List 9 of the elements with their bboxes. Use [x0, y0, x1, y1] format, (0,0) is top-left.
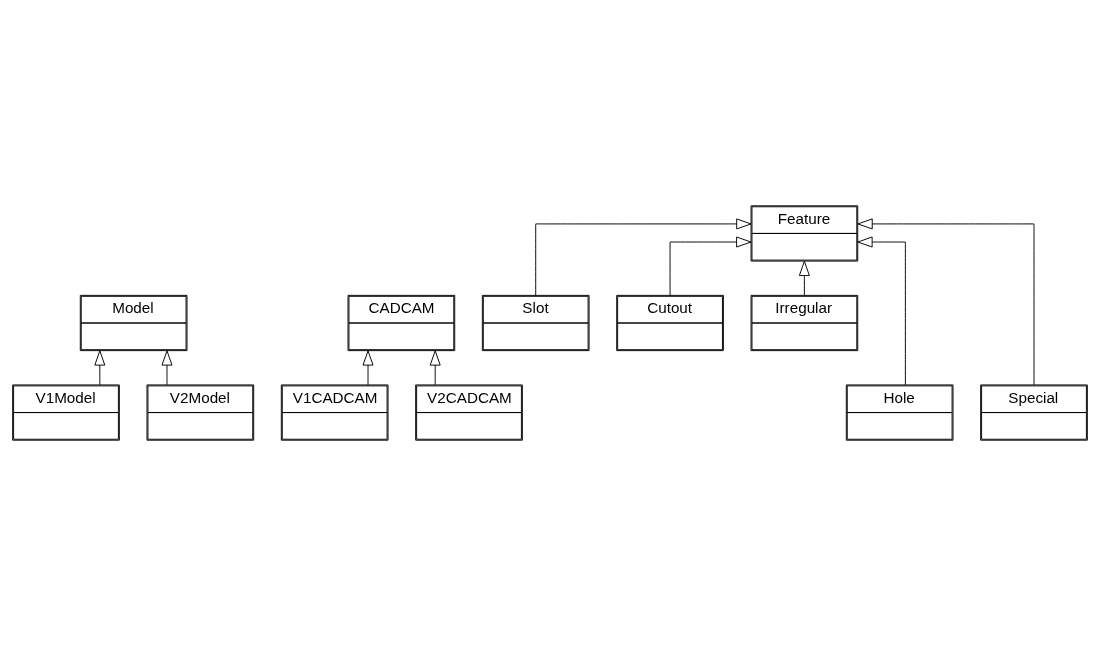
arrow: [362, 349, 374, 385]
arrow: [535, 217, 752, 296]
arrow: [857, 217, 1035, 385]
arrow: [161, 349, 173, 385]
arrow: [669, 236, 752, 296]
arrow: [798, 260, 810, 296]
arrow: [857, 236, 906, 385]
arrow: [94, 349, 106, 385]
arrow: [429, 349, 441, 385]
